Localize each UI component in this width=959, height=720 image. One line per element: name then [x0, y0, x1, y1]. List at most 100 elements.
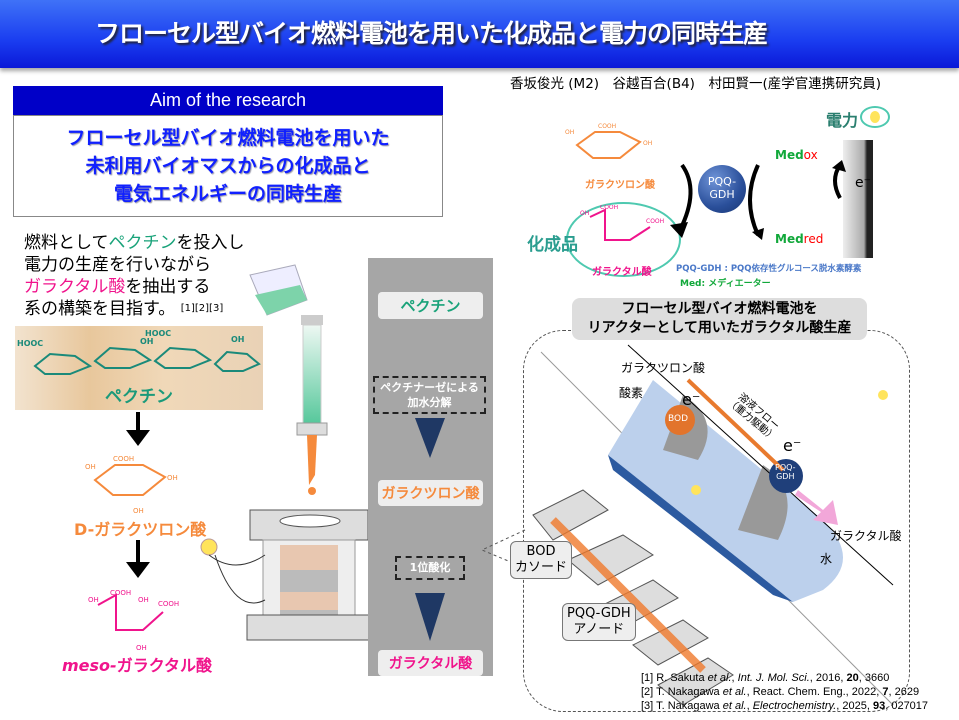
down-arrow-icon [126, 430, 150, 446]
process-column: ペクチン ペクチナーゼによる加水分解 ガラクツロン酸 1位酸化 ガラクタル酸 [368, 258, 493, 676]
intro-galactaric: ガラクタル酸 [24, 277, 126, 297]
aim-heading: Aim of the research [13, 86, 443, 115]
reference-item: [1] R. Sakuta et al., Int. J. Mol. Sci.,… [641, 672, 890, 684]
reactor-bod: BOD [668, 414, 689, 424]
svg-text:OH: OH [643, 140, 652, 147]
svg-text:COOH: COOH [158, 600, 179, 608]
tubular-cell-icon [608, 344, 894, 602]
electrode-icon [843, 140, 873, 258]
intro-text-part: を投入し [176, 233, 245, 253]
galactaric-text: ガラクタル酸 [116, 656, 213, 675]
page-title: フローセル型バイオ燃料電池を用いた化成品と電力の同時生産 [95, 19, 768, 48]
process-step-galacturonic: ガラクツロン酸 [378, 480, 483, 506]
light-bulb-icon [200, 538, 266, 604]
reactor-substrate: ガラクツロン酸 [621, 361, 706, 375]
galacturonic-structure-icon: COOH OH OH OH [85, 455, 178, 515]
legend-pqq: PQQ-GDH : PQQ依存性グルコース脱水素酵素 [676, 264, 862, 274]
svg-text:OH: OH [138, 596, 149, 604]
aim-line: フローセル型バイオ燃料電池を用いた [66, 127, 390, 149]
solution-flow-arrow [686, 378, 785, 472]
reactor-pqq: PQQ-GDH [775, 463, 796, 481]
reactor-title: フローセル型バイオ燃料電池をリアクターとして用いたガラクタル酸生産 [572, 298, 867, 340]
flow-cell-icon [246, 509, 375, 641]
reactor-electron: e⁻ [783, 436, 802, 455]
bod-sphere-icon [665, 405, 695, 435]
meso-prefix: meso- [62, 656, 117, 675]
aim-line: 未利用バイオマスからの化成品と [85, 155, 371, 177]
tag-line: カソード [515, 560, 568, 575]
med-ox: Medox [775, 148, 818, 162]
reference-item: [3] T. Nakagawa et al., Electrochemistry… [641, 700, 929, 712]
tag-line: アノード [573, 622, 625, 637]
enzyme-text: PQQ- [707, 175, 737, 188]
med-text: Med [775, 232, 804, 246]
svg-text:HOOC: HOOC [145, 329, 171, 338]
ox-text: ox [803, 148, 818, 162]
svg-text:OH: OH [580, 210, 589, 217]
svg-text:COOH: COOH [598, 123, 616, 130]
svg-text:OH: OH [565, 129, 574, 136]
aim-line: 電気エネルギーの同時生産 [113, 183, 342, 205]
svg-text:OH: OH [133, 507, 144, 515]
op-line: 加水分解 [407, 396, 452, 409]
svg-text:OH: OH [85, 463, 96, 471]
down-arrow-icon [415, 418, 445, 458]
pqq-gdh-enzyme: PQQ-GDH [698, 165, 746, 213]
reactor-product: ガラクタル酸 [830, 529, 902, 543]
down-arrow-icon [415, 593, 445, 641]
mech-product: ガラクタル酸 [592, 267, 652, 278]
references: [1] R. Sakuta et al., Int. J. Mol. Sci.,… [641, 671, 928, 713]
intro-line: 電力の生産を行いながら [24, 255, 211, 275]
pqq-line: PQQ- [775, 463, 796, 472]
light-bulb-icon [860, 106, 890, 128]
down-arrow-icon [126, 562, 150, 578]
svg-text:COOH: COOH [600, 205, 618, 211]
arrow-stem [136, 540, 140, 564]
process-op-oxidation: 1位酸化 [395, 556, 465, 580]
tag-line: PQQ-GDH [567, 606, 631, 621]
intro-pectin: ペクチン [108, 233, 177, 253]
svg-text:OH: OH [167, 474, 178, 482]
reaction-arrows-icon [670, 163, 764, 240]
intro-text-part: 系の構築を目指す。 [24, 299, 176, 319]
med-text: Med [775, 148, 804, 162]
power-label: 電力 [826, 111, 859, 130]
intro-text-part: を抽出する [125, 277, 211, 297]
arrow-stem [136, 412, 140, 432]
aim-body: フローセル型バイオ燃料電池を用いた 未利用バイオマスからの化成品と 電気エネルギ… [13, 115, 443, 217]
reactor-title-line: リアクターとして用いたガラクタル酸生産 [587, 320, 852, 336]
svg-text:COOH: COOH [110, 590, 131, 597]
light-bulb-icon [691, 485, 701, 495]
droplet-icon [308, 487, 316, 495]
legend-med: Med: メディエーター [680, 279, 771, 289]
pqq-line: GDH [776, 472, 795, 481]
authors: 香坂俊光 (M2) 谷越百合(B4) 村田賢一(産学官連携研究員) [510, 76, 881, 92]
svg-text:OH: OH [140, 337, 154, 346]
svg-text:COOH: COOH [113, 455, 134, 463]
galacturonic-label: D-ガラクツロン酸 [74, 516, 206, 540]
light-bulb-icon [878, 390, 888, 400]
reactor-illustration [200, 264, 375, 641]
svg-text:OH: OH [136, 644, 147, 652]
pectin-label: ペクチン [105, 387, 173, 407]
svg-text:COOH: COOH [646, 218, 664, 225]
d-prefix: D- [74, 520, 95, 539]
chem-label: HOOC [17, 339, 43, 348]
enzyme-text: GDH [709, 188, 735, 201]
svg-text:OH: OH [231, 335, 245, 344]
product-flow-arrow [795, 490, 838, 525]
column-icon [296, 315, 328, 485]
galactaric-structure-icon: COOH OH OH COOH OH [88, 590, 179, 652]
reactor-water: 水 [820, 552, 833, 566]
reactor-oxygen: 酸素 [619, 386, 644, 400]
galactaric-label: meso-ガラクタル酸 [62, 652, 212, 676]
reactor-title-line: フローセル型バイオ燃料電池を [621, 301, 818, 317]
galacturonic-structure-icon: COOH OH OH [565, 123, 652, 159]
svg-text:OH: OH [88, 596, 99, 604]
tag-line: BOD [526, 544, 556, 559]
galacturonic-text: ガラクツロン酸 [94, 520, 207, 539]
